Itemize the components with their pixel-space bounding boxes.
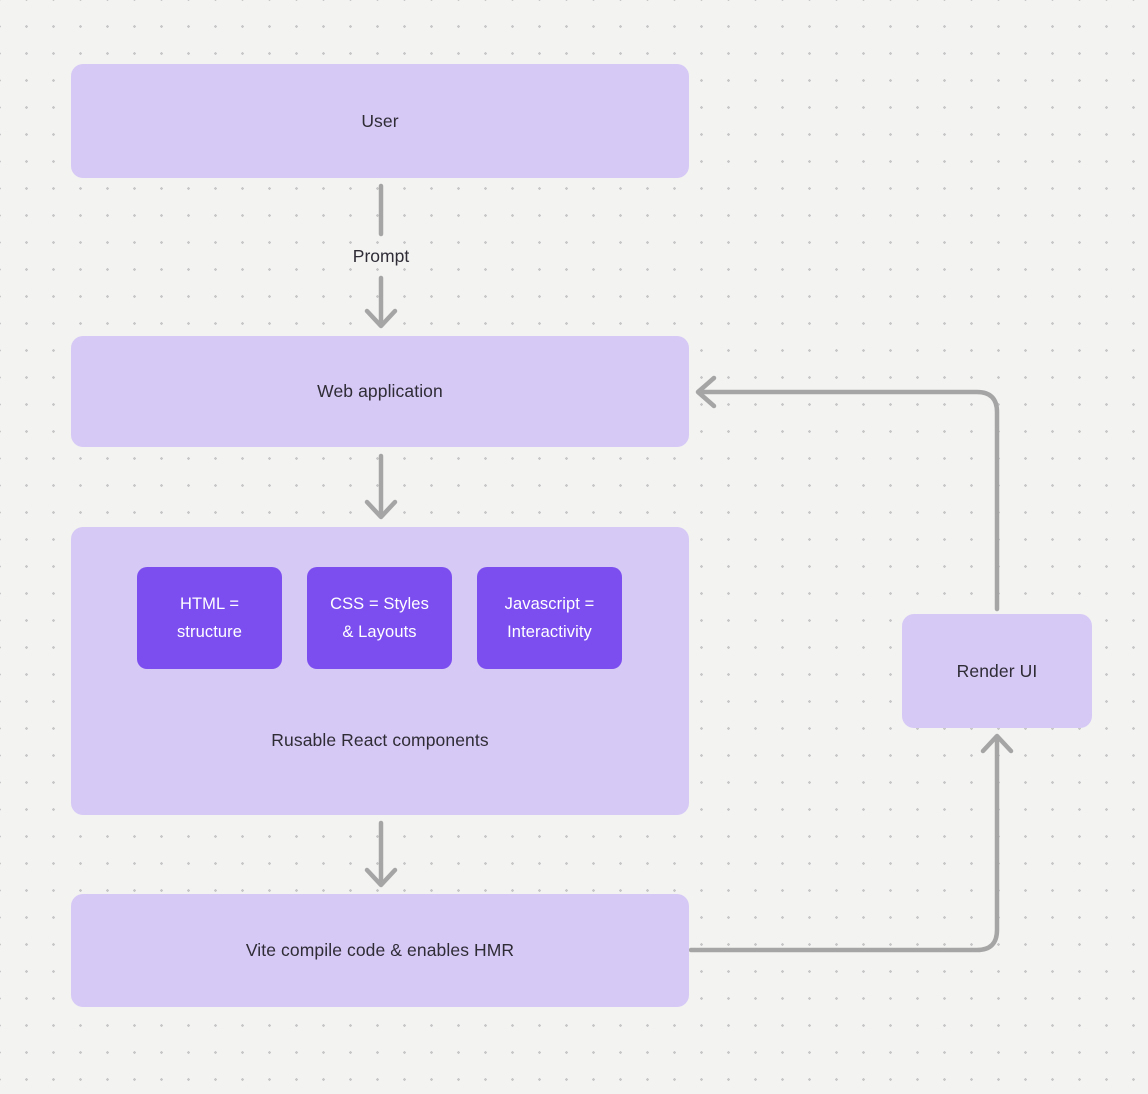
chip-css-line1: CSS = Styles	[330, 595, 429, 613]
edge-components-to-vite-arrowhead	[364, 867, 398, 888]
edge-renderui-to-webapp-line	[699, 389, 1000, 612]
chip-javascript-line2: Interactivity	[507, 623, 592, 641]
node-user: User	[71, 64, 689, 178]
edge-label-prompt: Prompt	[352, 246, 410, 266]
node-web-application: Web application	[71, 336, 689, 447]
edge-vite-to-renderui-arrowhead	[980, 733, 1014, 754]
node-render-ui-label: Render UI	[956, 660, 1038, 681]
node-user-label: User	[361, 110, 399, 131]
edge-webapp-to-components-arrowhead	[364, 499, 398, 520]
node-web-application-label: Web application	[317, 381, 443, 401]
chip-html-line1: HTML =	[179, 595, 240, 613]
node-reusable-components-group: HTML = structure CSS = Styles & Layouts …	[71, 527, 689, 815]
node-vite-label: Vite compile code & enables HMR	[245, 940, 515, 960]
chip-html: HTML = structure	[137, 567, 282, 669]
chip-javascript: Javascript = Interactivity	[477, 567, 622, 669]
edge-user-to-webapp-arrowhead	[364, 308, 398, 329]
node-render-ui: Render UI	[902, 614, 1092, 728]
chip-css: CSS = Styles & Layouts	[307, 567, 452, 669]
components-group-label: Rusable React components	[271, 730, 489, 750]
edge-renderui-to-webapp-arrowhead	[695, 375, 717, 409]
component-chips-row: HTML = structure CSS = Styles & Layouts …	[137, 567, 622, 669]
chip-html-line2: structure	[176, 623, 243, 641]
node-vite: Vite compile code & enables HMR	[71, 894, 689, 1007]
chip-css-line2: & Layouts	[342, 623, 417, 641]
edge-vite-to-renderui-line	[688, 735, 1000, 953]
chip-javascript-line1: Javascript =	[504, 595, 595, 613]
